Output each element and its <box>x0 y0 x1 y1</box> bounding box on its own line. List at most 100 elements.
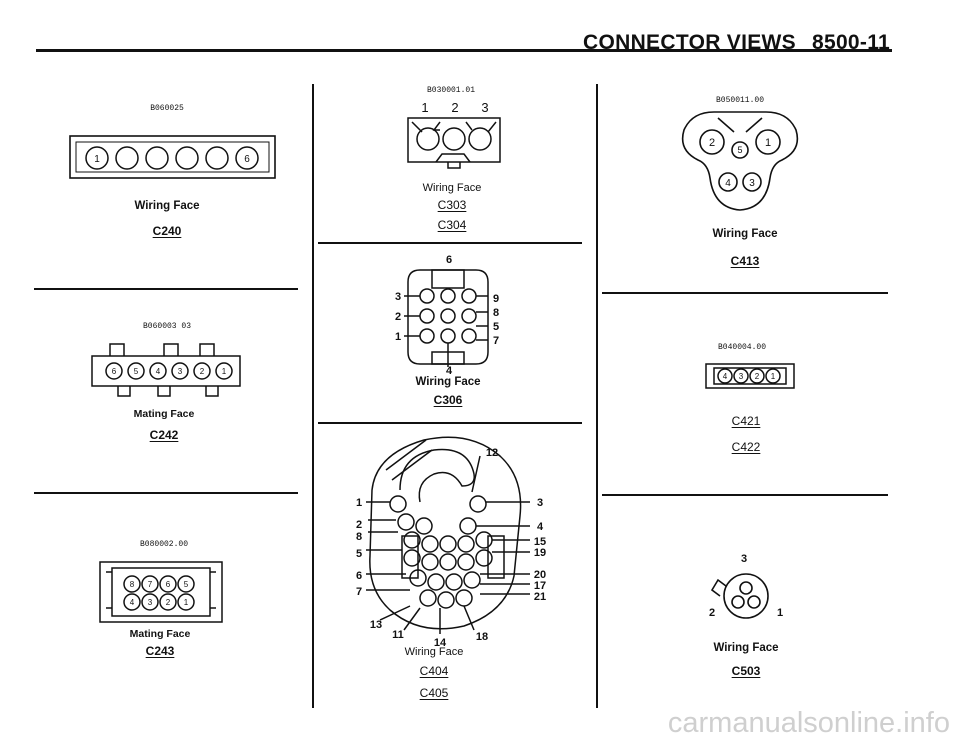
pin-label: 1 <box>777 607 783 619</box>
pin-label: 6 <box>446 254 452 266</box>
face-label: Mating Face <box>129 628 191 640</box>
page-header: CONNECTOR VIEWS 8500-11 <box>583 31 890 55</box>
pin-label: 3 <box>537 497 543 509</box>
face-label: Wiring Face <box>134 200 200 212</box>
pin-label: 3 <box>741 553 747 565</box>
pin-label: 5 <box>737 145 742 155</box>
pin-label: 4 <box>725 178 731 189</box>
pin-label: 2 <box>709 607 715 619</box>
part-code: B060003 03 <box>142 322 192 331</box>
connector-id: C405 <box>419 686 449 700</box>
row-divider <box>602 494 888 496</box>
pin-label: 2 <box>356 519 362 531</box>
pin-label: 2 <box>709 137 715 149</box>
part-code: B040004.00 <box>717 343 767 352</box>
pin-label: 4 <box>537 521 544 533</box>
pin-label: 7 <box>356 586 362 598</box>
pin-label: 5 <box>134 367 139 376</box>
pin-label: 8 <box>493 307 499 319</box>
pin-label: 7 <box>148 580 153 589</box>
pin-label: 3 <box>749 178 755 189</box>
pin-label: 8 <box>130 580 135 589</box>
connector-id: C243 <box>145 644 175 658</box>
pin-label: 1 <box>184 598 189 607</box>
pin-label: 3 <box>178 367 183 376</box>
pin-label: 8 <box>356 531 362 543</box>
pin-label: 6 <box>112 367 117 376</box>
connector-id: C242 <box>149 428 179 442</box>
face-label: Wiring Face <box>422 182 482 194</box>
pin-label: 19 <box>534 547 546 559</box>
part-code: B080002.00 <box>139 540 189 549</box>
face-label: Mating Face <box>133 408 195 420</box>
pin-label: 2 <box>200 367 205 376</box>
pin-label: 5 <box>184 580 189 589</box>
pin-label: 4 <box>446 365 453 377</box>
pin-label: 1 <box>222 367 227 376</box>
row-divider <box>34 492 298 494</box>
pin-label: 7 <box>493 335 499 347</box>
pin-label: 1 <box>395 331 401 343</box>
row-divider <box>34 288 298 290</box>
connector-id: C304 <box>437 218 467 232</box>
pin-label: 11 <box>392 629 404 641</box>
connector-id: C404 <box>419 664 449 678</box>
column-divider-left <box>312 84 314 708</box>
page-number: 8500-11 <box>811 31 890 54</box>
pin-label: 12 <box>486 447 498 459</box>
pin-label: 5 <box>493 321 499 333</box>
pin-label: 9 <box>493 293 499 305</box>
pin-label: 5 <box>356 548 362 560</box>
connector-id: C413 <box>730 254 760 268</box>
pin-label: 2 <box>451 100 458 115</box>
pin-label: 13 <box>370 619 382 631</box>
pin-label: 6 <box>356 570 362 582</box>
part-code: B060025 <box>150 104 184 113</box>
pin-label: 2 <box>166 598 171 607</box>
pin-label: 18 <box>476 631 488 643</box>
pin-label: 1 <box>94 154 100 165</box>
pin-label: 4 <box>130 598 135 607</box>
pin-label: 3 <box>148 598 153 607</box>
row-divider <box>602 292 888 294</box>
pin-label: 3 <box>395 291 401 303</box>
page-title: CONNECTOR VIEWS <box>583 31 796 54</box>
pin-label: 4 <box>723 372 728 381</box>
pin-label: 6 <box>166 580 171 589</box>
pin-label: 1 <box>771 372 776 381</box>
pin-label: 21 <box>534 591 546 603</box>
pin-label: 1 <box>421 100 428 115</box>
pin-label: 17 <box>534 580 546 592</box>
connector-id: C306 <box>433 393 463 407</box>
pin-label: 14 <box>434 637 447 649</box>
connector-id: C240 <box>152 224 182 238</box>
pin-label: 15 <box>534 536 546 548</box>
connector-id: C422 <box>731 440 761 454</box>
row-divider <box>318 422 582 424</box>
pin-label: 3 <box>739 372 744 381</box>
face-label: Wiring Face <box>415 376 481 388</box>
column-divider-right <box>596 84 598 708</box>
pin-label: 1 <box>765 137 771 149</box>
pin-label: 1 <box>356 497 362 509</box>
pin-label: 2 <box>755 372 760 381</box>
part-code: B050011.00 <box>715 96 765 105</box>
connector-id: C503 <box>731 664 761 678</box>
pin-label: 6 <box>244 154 250 165</box>
pin-label: 3 <box>481 100 488 115</box>
watermark: carmanualsonline.info <box>667 707 950 739</box>
face-label: Wiring Face <box>404 646 464 658</box>
header-rule <box>36 49 892 52</box>
face-label: Wiring Face <box>712 228 778 240</box>
pin-label: 20 <box>534 569 546 581</box>
row-divider <box>318 242 582 244</box>
